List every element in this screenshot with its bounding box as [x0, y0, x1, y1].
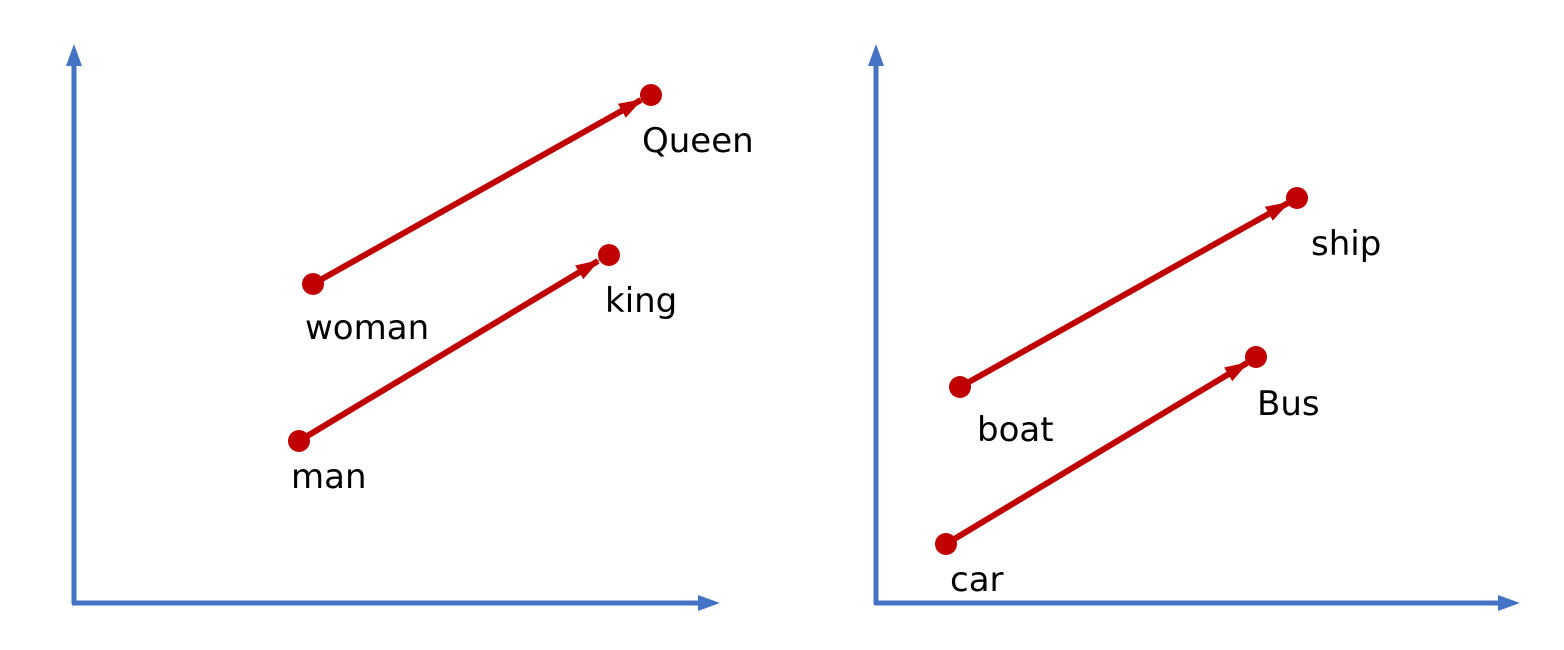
word-label-woman: woman [305, 308, 429, 348]
analogy-pair-man-king: man king [288, 244, 677, 497]
analogy-pair-boat-ship: boat ship [949, 187, 1381, 450]
axes [868, 44, 1520, 611]
word-point-man [288, 430, 310, 452]
word-label-ship: ship [1311, 224, 1381, 264]
vehicle-panel: boat ship car Bus [868, 44, 1520, 611]
word-label-bus: Bus [1257, 384, 1320, 424]
vector-arrow [311, 97, 643, 287]
word-label-queen: Queen [642, 121, 754, 161]
gender-panel: woman Queen man king [66, 44, 754, 611]
vector-arrow [958, 200, 1290, 390]
vector-arrow [944, 360, 1249, 547]
word-label-boat: boat [977, 410, 1054, 450]
vector-arrow [297, 258, 600, 444]
word-point-boat [949, 376, 971, 398]
analogy-pair-car-bus: car Bus [935, 346, 1320, 600]
word-point-queen [640, 84, 662, 106]
word-point-ship [1286, 187, 1308, 209]
word-label-king: king [605, 281, 677, 321]
word-point-car [935, 533, 957, 555]
axes [66, 44, 720, 611]
word-label-car: car [950, 560, 1004, 600]
word-point-king [598, 244, 620, 266]
word-label-man: man [291, 457, 367, 497]
word-point-bus [1245, 346, 1267, 368]
word-point-woman [302, 273, 324, 295]
analogy-pair-woman-queen: woman Queen [302, 84, 754, 348]
